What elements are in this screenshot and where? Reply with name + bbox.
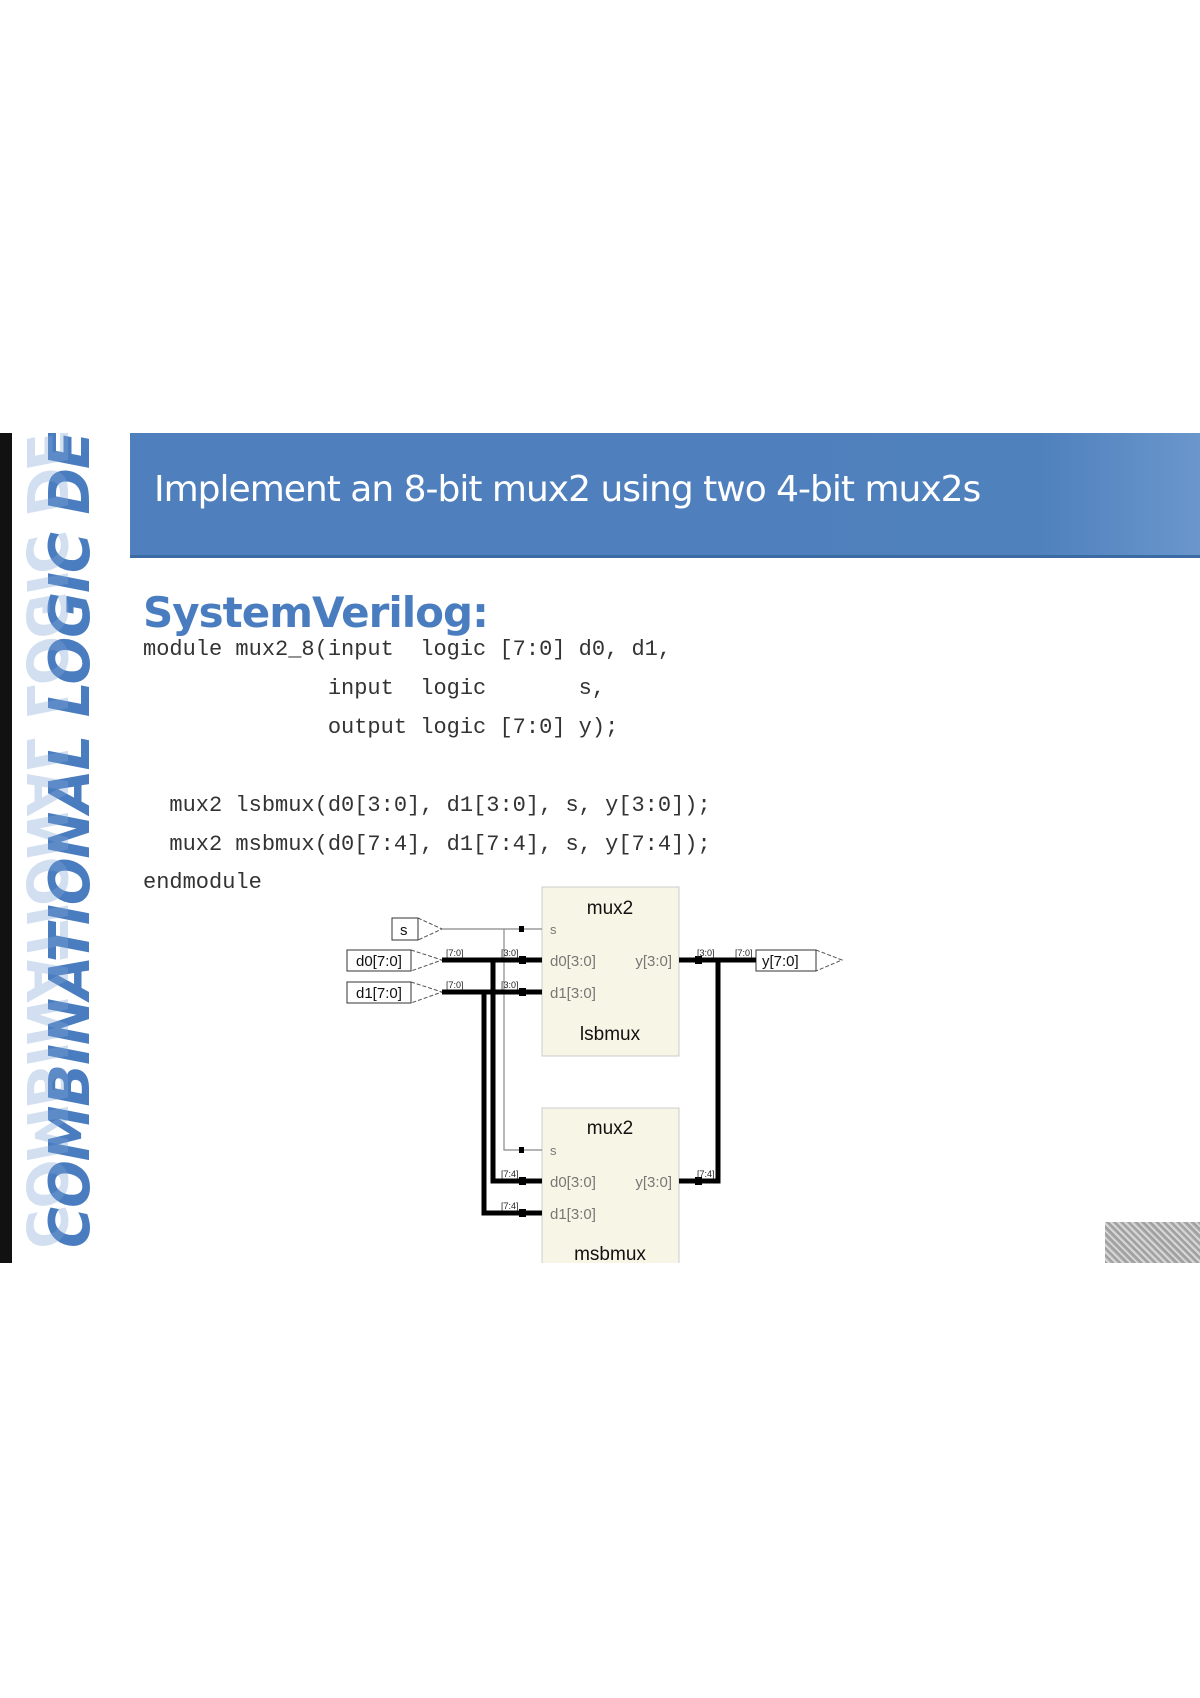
logo-texture bbox=[1105, 1222, 1200, 1263]
code-line: output logic [7:0] y); bbox=[143, 715, 619, 740]
lsb-name: lsbmux bbox=[580, 1024, 641, 1045]
msb-name: msbmux bbox=[574, 1244, 646, 1263]
input-port-d0: d0[7:0] bbox=[346, 949, 444, 972]
svg-text:s: s bbox=[400, 922, 408, 939]
svg-text:y[7:0]: y[7:0] bbox=[762, 953, 799, 970]
svg-text:d0[7:0]: d0[7:0] bbox=[356, 953, 402, 970]
bus-label: [3:0] bbox=[501, 980, 519, 990]
msb-pin-d1: d1[3:0] bbox=[550, 1206, 596, 1223]
bus-label: [7:4] bbox=[501, 1201, 519, 1211]
lsb-type: mux2 bbox=[587, 898, 633, 919]
lsb-pin-s: s bbox=[550, 922, 557, 937]
bus-label: [7:0] bbox=[446, 980, 464, 990]
select-wires bbox=[442, 928, 542, 1151]
svg-text:d1[7:0]: d1[7:0] bbox=[356, 985, 402, 1002]
slide-title: Implement an 8-bit mux2 using two 4-bit … bbox=[154, 469, 981, 510]
bus-label: [3:0] bbox=[501, 948, 519, 958]
msb-pin-s: s bbox=[550, 1143, 557, 1158]
bus-label: [7:0] bbox=[735, 948, 753, 958]
code-line: module mux2_8(input logic [7:0] d0, d1, bbox=[143, 637, 672, 662]
msb-type: mux2 bbox=[587, 1118, 633, 1139]
msb-pin-d0: d0[3:0] bbox=[550, 1174, 596, 1191]
lsb-pin-d0: d0[3:0] bbox=[550, 953, 596, 970]
left-bar bbox=[0, 433, 12, 1263]
code-line: mux2 lsbmux(d0[3:0], d1[3:0], s, y[3:0])… bbox=[143, 793, 711, 818]
bus-label: [3:0] bbox=[697, 948, 715, 958]
input-port-d1: d1[7:0] bbox=[346, 981, 444, 1004]
msb-pin-y: y[3:0] bbox=[635, 1174, 672, 1191]
lsbmux-block bbox=[541, 886, 680, 1057]
junction-dots bbox=[519, 926, 702, 1217]
slide: COMBINATIONAL LOGIC DESIGN COMBINATIONAL… bbox=[0, 433, 1200, 1263]
slide-header: Implement an 8-bit mux2 using two 4-bit … bbox=[130, 433, 1200, 558]
bus-label: [7:4] bbox=[501, 1169, 519, 1179]
code-line: input logic s, bbox=[143, 676, 606, 701]
lsb-pin-y: y[3:0] bbox=[635, 953, 672, 970]
section-title: SystemVerilog: bbox=[143, 588, 489, 637]
input-port-s: s bbox=[391, 917, 444, 941]
bus-label: [7:0] bbox=[446, 948, 464, 958]
code-line: endmodule bbox=[143, 870, 262, 895]
output-port-y: y[7:0] bbox=[755, 949, 844, 972]
code-line: mux2 msbmux(d0[7:4], d1[7:4], s, y[7:4])… bbox=[143, 832, 711, 857]
msbmux-block bbox=[541, 1107, 680, 1263]
schematic-diagram: mux2 s d0[3:0] d1[3:0] y[3:0] lsbmux mux… bbox=[346, 886, 844, 1263]
bus-label: [7:4] bbox=[697, 1169, 715, 1179]
lsb-pin-d1: d1[3:0] bbox=[550, 985, 596, 1002]
